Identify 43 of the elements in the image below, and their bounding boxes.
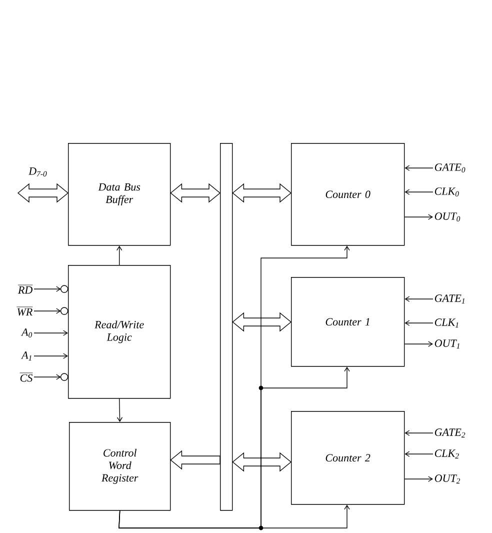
arrow	[34, 286, 61, 292]
counter-box: Counter 0	[291, 143, 405, 246]
arrow	[34, 330, 68, 336]
arrow	[404, 320, 434, 326]
pin-label: RD	[18, 284, 33, 294]
pin-label: CS	[20, 372, 33, 382]
pin-label: A$_{1}$	[20, 352, 32, 360]
arrow	[404, 189, 434, 195]
pin-label: CLK$_{2}$	[434, 450, 459, 458]
block-box: Read/Write Logic	[68, 265, 171, 399]
arrow	[404, 341, 433, 347]
arrow	[404, 165, 434, 171]
counter-box: Counter 2	[291, 411, 405, 505]
pin-label: OUT$_{0}$	[434, 212, 460, 222]
bus-arrow	[232, 452, 292, 472]
pin-label: CLK$_{1}$	[434, 318, 458, 328]
arrow	[34, 374, 61, 380]
arrow	[404, 430, 434, 436]
arrow	[404, 451, 434, 457]
arrow	[116, 398, 123, 422]
arrow	[34, 308, 61, 314]
bus-arrow	[232, 312, 292, 332]
pin-label: GATE$_{0}$	[434, 164, 466, 172]
block-box: Data Bus Buffer	[68, 143, 171, 246]
pin-label: A$_{0}$	[20, 328, 32, 338]
arrow	[404, 296, 434, 302]
block-box: Control Word Register	[69, 422, 171, 511]
arrow	[404, 476, 433, 482]
arrow	[404, 214, 433, 220]
arrow	[34, 353, 68, 359]
edge-label: D$_{7-0}$	[28, 166, 48, 178]
arrow	[118, 504, 350, 528]
pin-label: GATE$_{2}$	[434, 428, 466, 438]
bus-arrow	[170, 183, 221, 203]
pin-label: CLK$_{0}$	[434, 188, 459, 196]
pin-label: WR	[16, 306, 33, 316]
arrow	[116, 246, 122, 266]
internal-bus-bar	[220, 143, 233, 511]
pin-label: OUT$_{1}$	[434, 340, 460, 348]
pin-label: GATE$_{1}$	[434, 294, 464, 304]
pin-label: OUT$_{2}$	[434, 474, 460, 484]
counter-box: Counter 1	[291, 277, 405, 367]
bus-arrow	[232, 183, 292, 203]
